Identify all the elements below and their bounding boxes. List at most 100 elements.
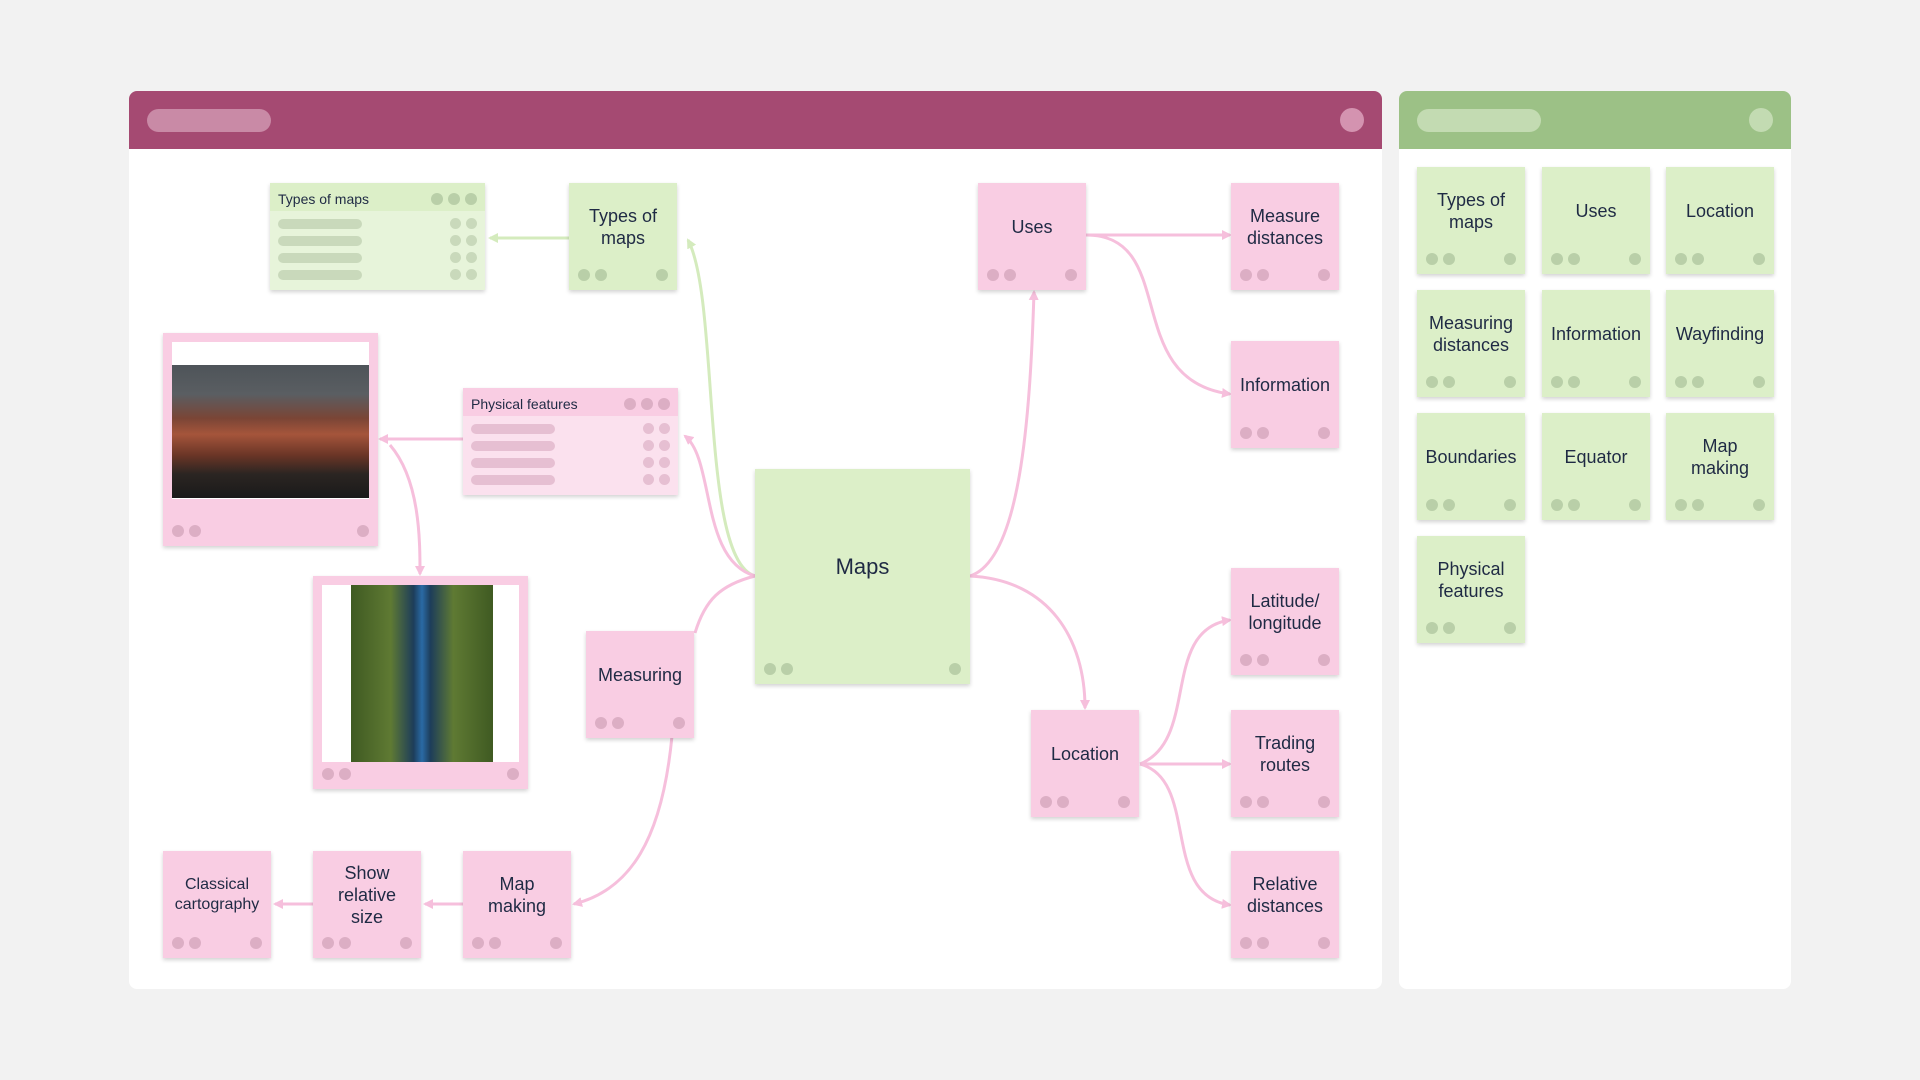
node-dots	[172, 525, 201, 537]
library-item-information[interactable]: Information	[1542, 290, 1650, 397]
node-dot	[1118, 796, 1130, 808]
card-types-of-maps[interactable]: Types of maps	[270, 183, 485, 290]
mind-map-header	[129, 91, 1382, 149]
library-item-uses[interactable]: Uses	[1542, 167, 1650, 274]
node-label: Classical cartography	[174, 875, 260, 913]
node-label: Measuring	[597, 664, 683, 685]
node-dots	[322, 937, 351, 949]
card-physical-features[interactable]: Physical features	[463, 388, 678, 495]
close-circle-icon[interactable]	[1340, 108, 1364, 132]
node-measuring[interactable]: Measuring	[586, 631, 694, 738]
node-label: Show relative size	[337, 862, 397, 927]
mountain-image	[172, 365, 369, 498]
node-classical-cartography[interactable]: Classical cartography	[163, 851, 271, 958]
library-item-label: Boundaries	[1425, 446, 1517, 467]
node-dot	[949, 663, 961, 675]
node-measure-distances[interactable]: Measure distances	[1231, 183, 1339, 290]
node-dots	[595, 717, 624, 729]
canyon-river-photo[interactable]	[313, 576, 528, 789]
node-dots	[1675, 499, 1704, 511]
library-item-equator[interactable]: Equator	[1542, 413, 1650, 520]
node-label: Uses	[1011, 216, 1053, 237]
node-label: Information	[1239, 374, 1331, 395]
central-node-label: Maps	[835, 553, 890, 579]
node-dot	[1629, 253, 1641, 265]
node-dots	[172, 937, 201, 949]
node-dot	[1504, 376, 1516, 388]
central-node-maps[interactable]: Maps	[755, 469, 970, 684]
node-label: Types of maps	[588, 205, 658, 248]
node-dot	[1504, 253, 1516, 265]
card-lines	[471, 422, 670, 487]
photo-frame	[322, 585, 519, 762]
library-header	[1399, 91, 1791, 149]
library-item-boundaries[interactable]: Boundaries	[1417, 413, 1525, 520]
library-item-label: Measuring distances	[1428, 312, 1514, 355]
node-label: Measure distances	[1246, 205, 1324, 248]
node-dots	[1240, 269, 1269, 281]
node-dot	[1753, 376, 1765, 388]
node-dots	[1426, 253, 1455, 265]
node-location[interactable]: Location	[1031, 710, 1139, 817]
node-types-of-maps[interactable]: Types of maps	[569, 183, 677, 290]
node-dots	[578, 269, 607, 281]
node-dot	[507, 768, 519, 780]
node-dot	[1318, 427, 1330, 439]
library-item-physical-features[interactable]: Physical features	[1417, 536, 1525, 643]
node-dots	[1040, 796, 1069, 808]
node-dot	[1504, 622, 1516, 634]
node-dot	[1318, 796, 1330, 808]
library-item-map-making[interactable]: Map making	[1666, 413, 1774, 520]
library-item-label: Map making	[1690, 435, 1750, 478]
library-item-label: Uses	[1575, 200, 1617, 221]
node-dot	[400, 937, 412, 949]
node-dots	[1675, 376, 1704, 388]
library-item-label: Location	[1685, 200, 1755, 221]
library-item-label: Types of maps	[1436, 189, 1506, 232]
node-dot	[1065, 269, 1077, 281]
library-item-location[interactable]: Location	[1666, 167, 1774, 274]
card-title: Physical features	[471, 396, 578, 412]
node-dots	[1240, 796, 1269, 808]
node-dots	[1426, 622, 1455, 634]
card-title: Types of maps	[278, 191, 370, 207]
node-label: Latitude/ longitude	[1248, 590, 1322, 633]
node-relative-distances[interactable]: Relative distances	[1231, 851, 1339, 958]
node-dots	[322, 768, 351, 780]
node-dot	[673, 717, 685, 729]
library-item-wayfinding[interactable]: Wayfinding	[1666, 290, 1774, 397]
node-dots	[1551, 376, 1580, 388]
node-dots	[1240, 427, 1269, 439]
node-dots	[1426, 376, 1455, 388]
node-dots	[1675, 253, 1704, 265]
canyon-image	[351, 585, 493, 762]
node-dots	[987, 269, 1016, 281]
library-close-circle-icon[interactable]	[1749, 108, 1773, 132]
node-dot	[1629, 376, 1641, 388]
node-dot	[656, 269, 668, 281]
node-dot	[1504, 499, 1516, 511]
node-map-making[interactable]: Map making	[463, 851, 571, 958]
library-item-measuring-distances[interactable]: Measuring distances	[1417, 290, 1525, 397]
node-dots	[472, 937, 501, 949]
node-trading-routes[interactable]: Trading routes	[1231, 710, 1339, 817]
library-item-label: Physical features	[1437, 558, 1505, 601]
node-latitude-longitude[interactable]: Latitude/ longitude	[1231, 568, 1339, 675]
card-title-dots	[431, 193, 477, 205]
node-dots	[1551, 499, 1580, 511]
node-dot	[1629, 499, 1641, 511]
node-dots	[1240, 937, 1269, 949]
node-information[interactable]: Information	[1231, 341, 1339, 448]
library-item-label: Equator	[1564, 446, 1628, 467]
card-lines	[278, 217, 477, 282]
library-item-types-of-maps[interactable]: Types of maps	[1417, 167, 1525, 274]
node-dot	[250, 937, 262, 949]
node-label: Trading routes	[1254, 732, 1316, 775]
mountain-range-photo[interactable]	[163, 333, 378, 546]
node-uses[interactable]: Uses	[978, 183, 1086, 290]
node-dot	[1753, 253, 1765, 265]
node-show-relative-size[interactable]: Show relative size	[313, 851, 421, 958]
card-title-dots	[624, 398, 670, 410]
node-dots	[764, 663, 793, 675]
library-item-label: Wayfinding	[1675, 323, 1765, 344]
